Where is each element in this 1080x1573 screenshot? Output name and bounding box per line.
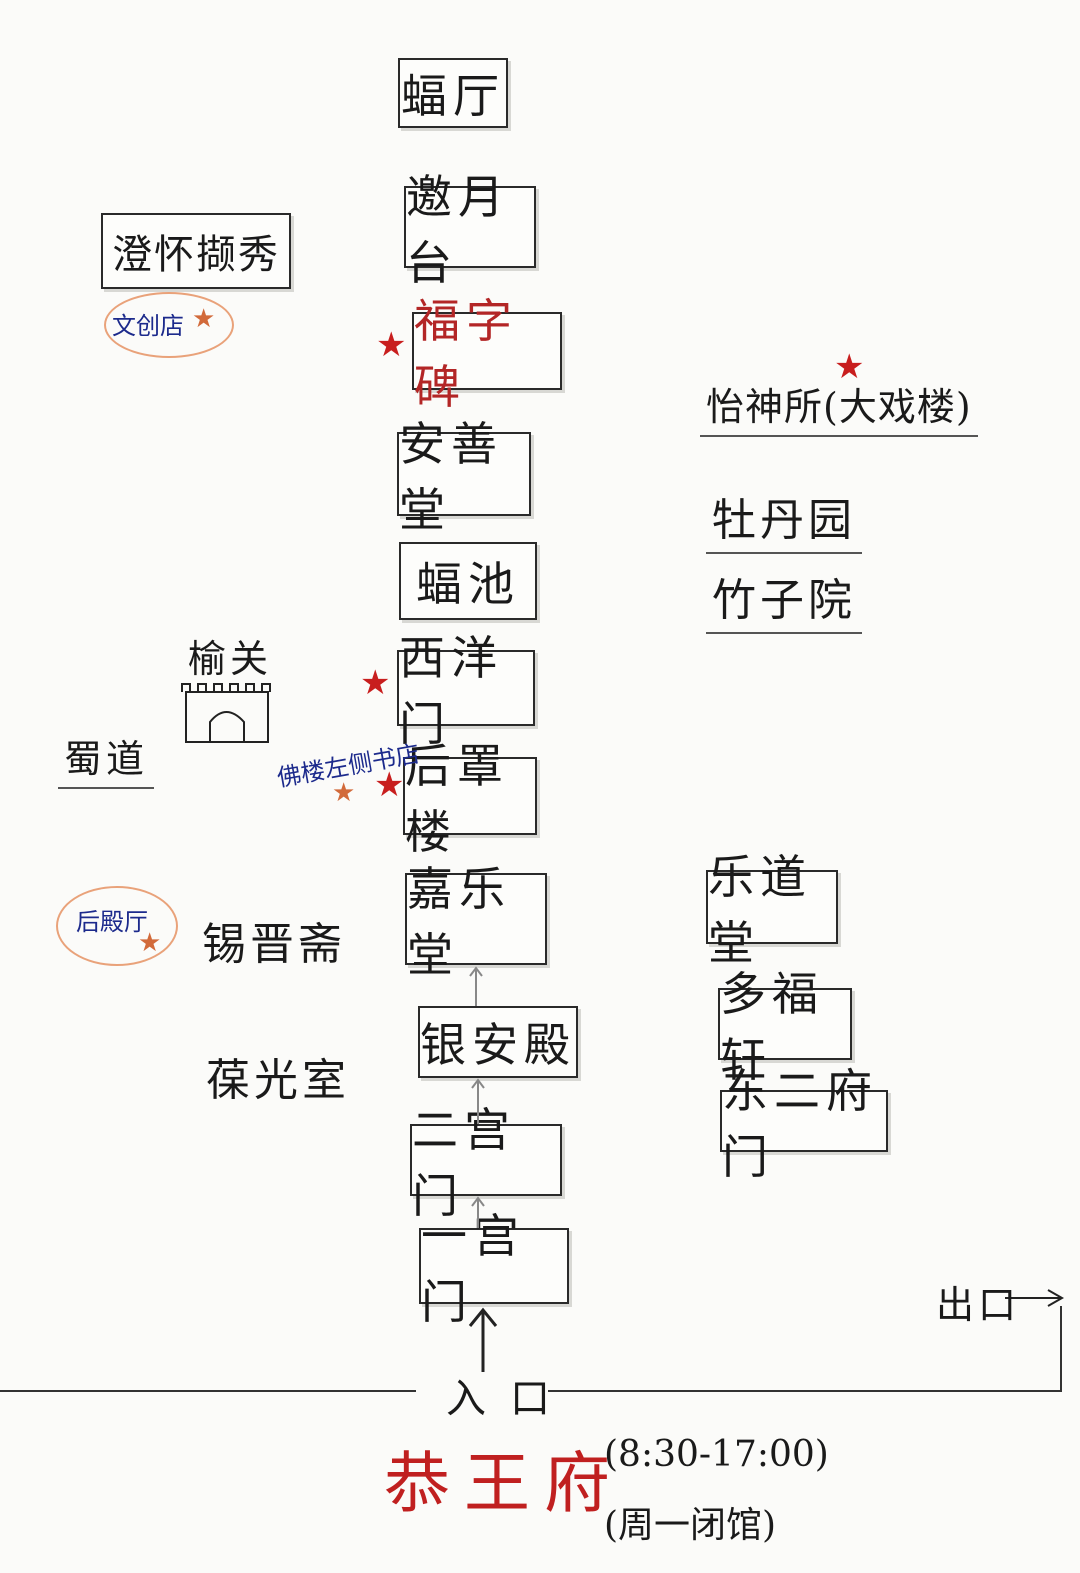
node-duofuxuan: 多福轩: [718, 967, 852, 1087]
map-title: 恭王府: [384, 1445, 624, 1522]
boundary-line-right: [548, 1390, 1062, 1392]
boundary-line-east: [1060, 1306, 1062, 1392]
node-anshantang: 安善堂: [397, 417, 531, 537]
star-icon: ★: [332, 778, 356, 808]
note-ring: [104, 292, 234, 358]
node-fuzibei: 福字碑: [412, 294, 562, 414]
boundary-line-left: [0, 1390, 416, 1392]
star-icon: ★: [834, 347, 865, 387]
node-chenghuaixiexiu: 澄怀撷秀: [101, 213, 291, 289]
node-jialetang: 嘉乐堂: [405, 862, 547, 982]
node-yigongmen: 一宫门: [419, 1209, 569, 1329]
label-yuguan: 榆关: [188, 637, 273, 681]
note-houdianting: 后殿厅: [76, 908, 148, 936]
note-ring: [56, 886, 178, 966]
node-yaoyuetai: 邀月台: [404, 170, 536, 290]
label-exit: 出口: [936, 1283, 1021, 1327]
label-yishensuo: 怡神所(大戏楼): [700, 376, 978, 437]
node-ledaotang: 乐道堂: [706, 850, 838, 970]
node-houzhaolou: 后罩楼: [403, 739, 537, 859]
label-mudanyuan: 牡丹园: [706, 484, 862, 554]
label-entrance: 入口: [446, 1376, 574, 1422]
gate-tower-icon: [181, 683, 271, 743]
star-icon: ★: [192, 304, 216, 334]
star-icon: ★: [376, 325, 407, 365]
opening-hours: (8:30-17:00): [604, 1434, 829, 1475]
node-dongerfumen: 东二府门: [720, 1064, 888, 1184]
star-icon: ★: [374, 765, 405, 805]
star-icon: ★: [138, 928, 162, 958]
node-bianting: 蝠厅: [398, 58, 508, 128]
label-baoguangshi: 葆光室: [206, 1055, 350, 1106]
note-wenchuangdian: 文创店: [112, 312, 184, 340]
closing-day: (周一闭馆): [604, 1505, 777, 1546]
node-xiyangmen: 西洋门: [397, 631, 535, 751]
label-xijinzhai: 锡晋斋: [202, 919, 346, 970]
node-ergongmen: 二宫门: [410, 1103, 562, 1223]
label-zhuziyuan: 竹子院: [706, 564, 862, 634]
node-bianchi: 蝠池: [399, 542, 537, 620]
label-shudao: 蜀道: [58, 728, 155, 789]
node-yinandian: 银安殿: [418, 1006, 578, 1078]
star-icon: ★: [360, 663, 391, 703]
